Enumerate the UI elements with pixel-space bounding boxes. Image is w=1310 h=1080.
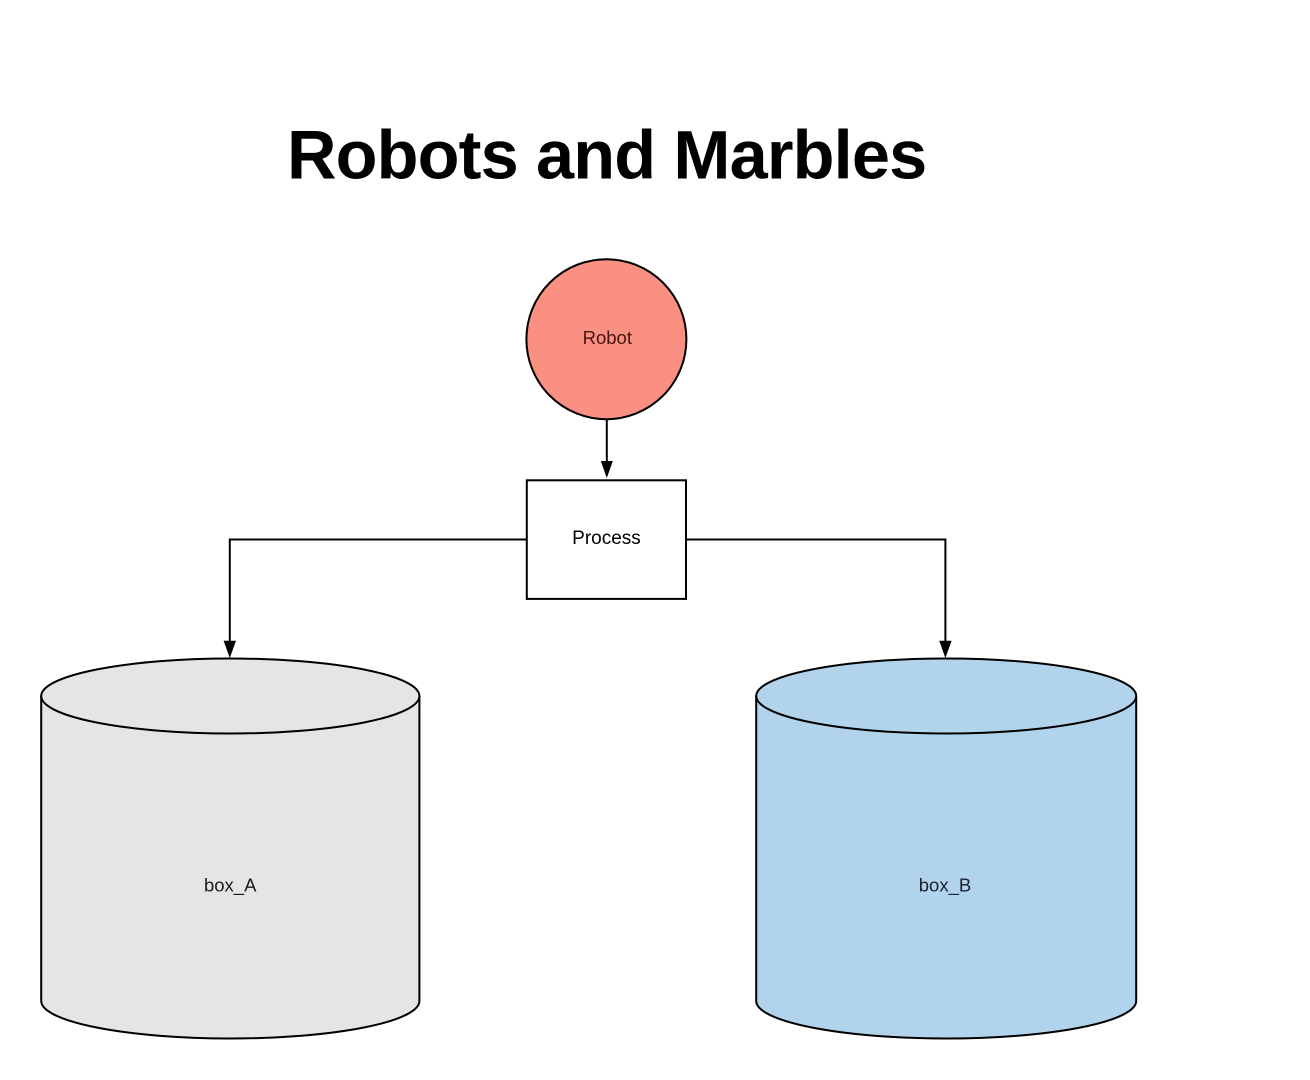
svg-text:Robot: Robot xyxy=(583,327,632,348)
svg-text:box_A: box_A xyxy=(204,875,257,897)
svg-text:Process: Process xyxy=(572,528,641,549)
svg-text:Robots and Marbles: Robots and Marbles xyxy=(287,117,926,194)
svg-text:box_B: box_B xyxy=(919,875,971,897)
